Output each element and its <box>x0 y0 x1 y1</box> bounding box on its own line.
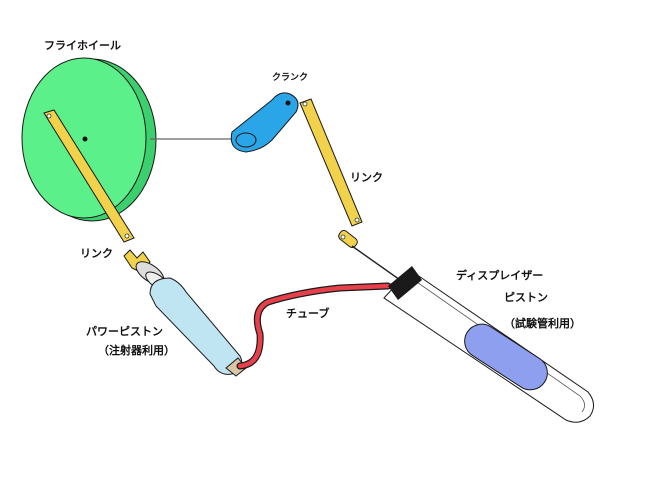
flywheel-label: フライホイール <box>44 39 121 52</box>
displacer-piston-label: ピストン <box>504 291 548 304</box>
power-piston <box>123 249 247 377</box>
flywheel <box>21 57 157 222</box>
crank-hub <box>235 132 257 148</box>
crank-label: クランク <box>272 73 309 83</box>
link-left <box>43 109 135 243</box>
test-tube-inner-wall <box>397 279 585 413</box>
tube-label: チューブ <box>286 307 330 320</box>
rod-connector <box>338 230 358 248</box>
link-right-label: リンク <box>350 171 383 184</box>
crank <box>230 92 299 153</box>
link-right <box>299 98 363 227</box>
link-right-bar <box>299 98 363 227</box>
rod-connector-hole <box>340 234 346 240</box>
crank-pin <box>285 100 291 106</box>
syringe-barrel <box>149 277 243 375</box>
link-left-label: リンク <box>80 247 113 260</box>
link-left-bar <box>43 109 135 243</box>
displacer-note: （試験管利用） <box>504 317 581 330</box>
link-left-hole-bottom <box>124 233 130 239</box>
displacer-piston <box>464 323 548 391</box>
link-right-hole-top <box>302 101 308 107</box>
flywheel-axle <box>82 136 88 142</box>
link-right-hole-bottom <box>354 217 360 223</box>
power-piston-label: パワーピストン <box>86 325 163 338</box>
tube <box>236 282 392 370</box>
tube-fill <box>237 283 391 369</box>
link-left-hole-top <box>46 113 52 119</box>
test-tube-cap <box>388 266 422 300</box>
test-tube <box>383 266 594 423</box>
displacer-label: ディスプレイザー <box>456 269 544 282</box>
power-piston-note: （注射器利用） <box>98 344 175 357</box>
